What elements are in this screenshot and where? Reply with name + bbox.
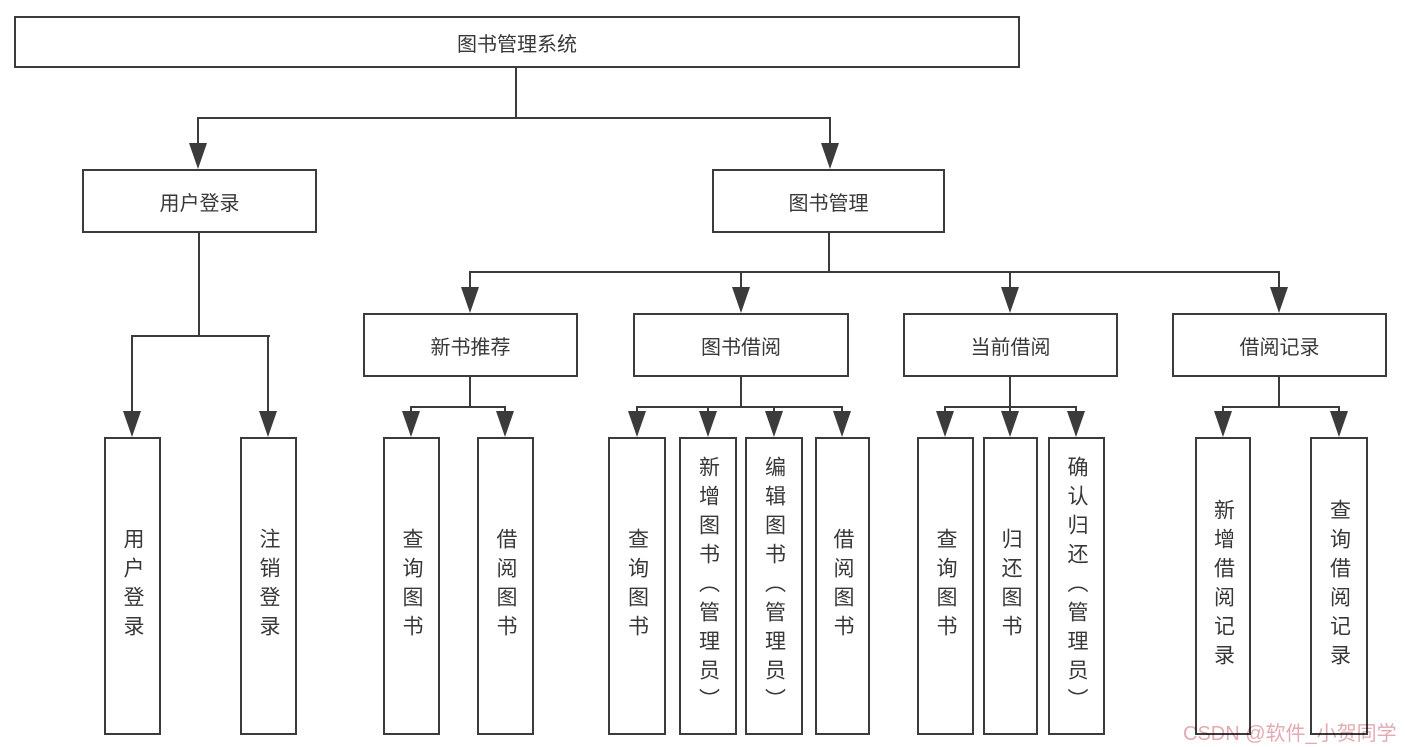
node-user-login-label: 用户登录: [159, 192, 240, 215]
node-root: 图书管理系统: [14, 16, 1020, 68]
leaf-bb-edit-books-label: 编辑图书（管理员）: [762, 455, 786, 717]
arrowhead-cb-query: [936, 411, 954, 437]
leaf-bb-add-books: 新增图书（管理员）: [679, 437, 737, 735]
leaf-br-query-record: 查询借阅记录: [1310, 437, 1368, 735]
arrowhead-book-mgmt: [821, 143, 839, 169]
leaf-rec-query-books-label: 查询图书: [400, 528, 423, 644]
arrowhead-leaf-logout: [259, 411, 277, 437]
connector-br-hline: [1222, 406, 1340, 408]
leaf-bb-borrow-books-label: 借阅图书: [831, 528, 854, 644]
arrowhead-br-query: [1330, 411, 1348, 437]
leaf-rec-query-books: 查询图书: [383, 437, 440, 735]
connector-mgmt-vline: [828, 233, 830, 272]
node-new-book-rec-label: 新书推荐: [430, 336, 511, 359]
leaf-cb-return-books-label: 归还图书: [999, 528, 1022, 644]
arrowhead-new-book-rec: [461, 287, 479, 313]
leaf-user-login: 用户登录: [104, 437, 161, 735]
arrowhead-bb-borrow: [833, 411, 851, 437]
connector-mgmt-stem-1: [469, 271, 471, 291]
arrowhead-rec-query: [402, 411, 420, 437]
connector-rec-vline: [469, 377, 471, 407]
node-borrow-records-label: 借阅记录: [1239, 336, 1320, 359]
node-book-borrow: 图书借阅: [633, 313, 849, 377]
leaf-bb-add-books-label: 新增图书（管理员）: [696, 455, 720, 717]
arrowhead-user-login: [189, 143, 207, 169]
node-book-mgmt-label: 图书管理: [788, 192, 869, 215]
arrowhead-book-borrow: [732, 287, 750, 313]
connector-mgmt-stem-2: [740, 271, 742, 291]
connector-login-stem-1: [131, 335, 133, 413]
connector-rec-hline: [410, 406, 506, 408]
arrowhead-borrow-records: [1270, 287, 1288, 313]
connector-login-stem-2: [267, 335, 269, 413]
connector-cb-vline: [1009, 377, 1011, 407]
connector-root-stem-left: [197, 117, 199, 147]
node-current-borrow-label: 当前借阅: [970, 336, 1051, 359]
connector-mgmt-stem-4: [1278, 271, 1280, 291]
arrowhead-bb-add: [699, 411, 717, 437]
connector-bb-hline: [636, 406, 843, 408]
node-book-borrow-label: 图书借阅: [701, 336, 781, 359]
node-current-borrow: 当前借阅: [903, 313, 1118, 377]
connector-mgmt-hline: [469, 271, 1280, 273]
leaf-logout: 注销登录: [240, 437, 297, 735]
connector-br-vline: [1278, 377, 1280, 407]
leaf-cb-confirm-return: 确认归还（管理员）: [1048, 437, 1105, 735]
leaf-bb-edit-books: 编辑图书（管理员）: [745, 437, 803, 735]
arrowhead-cb-confirm: [1067, 411, 1085, 437]
node-book-mgmt: 图书管理: [712, 169, 945, 233]
leaf-br-query-record-label: 查询借阅记录: [1327, 499, 1351, 673]
arrowhead-bb-edit: [765, 411, 783, 437]
leaf-cb-query-books: 查询图书: [917, 437, 974, 735]
leaf-cb-return-books: 归还图书: [983, 437, 1038, 735]
node-user-login: 用户登录: [82, 169, 317, 233]
connector-login-vline: [198, 233, 200, 336]
connector-root-stem-right: [829, 117, 831, 147]
leaf-bb-borrow-books: 借阅图书: [815, 437, 870, 735]
connector-bb-vline: [740, 377, 742, 407]
leaf-user-login-label: 用户登录: [121, 528, 144, 644]
csdn-watermark: CSDN @软件_小贺同学: [1183, 723, 1397, 745]
arrowhead-bb-query: [628, 411, 646, 437]
connector-mgmt-stem-3: [1009, 271, 1011, 291]
leaf-logout-label: 注销登录: [257, 528, 280, 644]
connector-root-vline: [515, 68, 517, 118]
arrowhead-current-borrow: [1001, 287, 1019, 313]
leaf-br-add-record-label: 新增借阅记录: [1211, 499, 1235, 673]
leaf-bb-query-books-label: 查询图书: [625, 528, 649, 644]
leaf-cb-confirm-return-label: 确认归还（管理员）: [1065, 455, 1088, 717]
leaf-br-add-record: 新增借阅记录: [1195, 437, 1251, 735]
arrowhead-leaf-user-login: [123, 411, 141, 437]
leaf-rec-borrow-books: 借阅图书: [477, 437, 534, 735]
node-borrow-records: 借阅记录: [1172, 313, 1387, 377]
leaf-cb-query-books-label: 查询图书: [934, 528, 957, 644]
arrowhead-rec-borrow: [496, 411, 514, 437]
node-root-label: 图书管理系统: [457, 33, 577, 56]
arrowhead-cb-return: [1001, 411, 1019, 437]
arrowhead-br-add: [1214, 411, 1232, 437]
connector-root-hline: [197, 117, 831, 119]
node-new-book-rec: 新书推荐: [363, 313, 578, 377]
leaf-bb-query-books: 查询图书: [608, 437, 666, 735]
connector-login-hline: [131, 335, 270, 337]
leaf-rec-borrow-books-label: 借阅图书: [494, 528, 517, 644]
